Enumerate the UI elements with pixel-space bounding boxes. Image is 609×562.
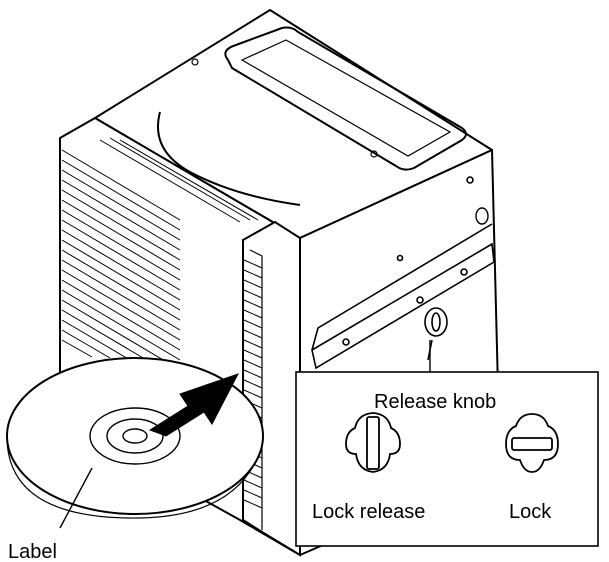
lock-release-label: Lock release <box>312 501 425 523</box>
front-opening-curve <box>157 111 301 206</box>
disc-label-text: Label <box>8 541 57 562</box>
arrow-icon <box>148 373 240 437</box>
disc-center-hole <box>122 428 148 444</box>
front-rail <box>242 220 301 557</box>
top-holes <box>191 58 378 158</box>
housing-pin <box>475 207 489 225</box>
disc-edge-thickness <box>6 439 263 519</box>
top-slot <box>224 26 467 171</box>
label-leader-line <box>59 467 93 529</box>
disc-slot-grooves <box>61 137 259 365</box>
housing-release-knob <box>424 307 448 361</box>
lock-label: Lock <box>509 501 552 523</box>
knob-vertical-slot-icon <box>345 412 401 473</box>
callout-title: Release knob <box>374 391 496 413</box>
knob-horizontal-slot-icon <box>505 413 559 473</box>
side-bracket <box>311 176 495 370</box>
